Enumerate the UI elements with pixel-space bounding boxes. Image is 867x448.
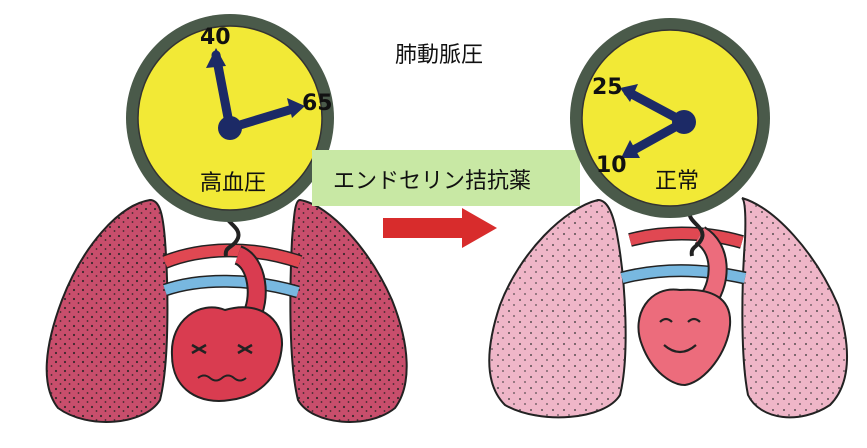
treatment-arrow — [383, 208, 497, 248]
left-state-label: 高血圧 — [200, 171, 266, 196]
arrow-label: エンドセリン拮抗薬 — [333, 169, 531, 194]
left-vessels — [165, 250, 300, 292]
right-gauge-high: 25 — [592, 75, 623, 100]
right-heart-normal — [638, 235, 730, 385]
left-gauge-low: 65 — [302, 91, 333, 116]
page-title: 肺動脈圧 — [395, 43, 483, 68]
left-gauge-high: 40 — [200, 25, 231, 50]
right-state-label: 正常 — [655, 169, 699, 194]
right-gauge-low: 10 — [596, 153, 627, 178]
